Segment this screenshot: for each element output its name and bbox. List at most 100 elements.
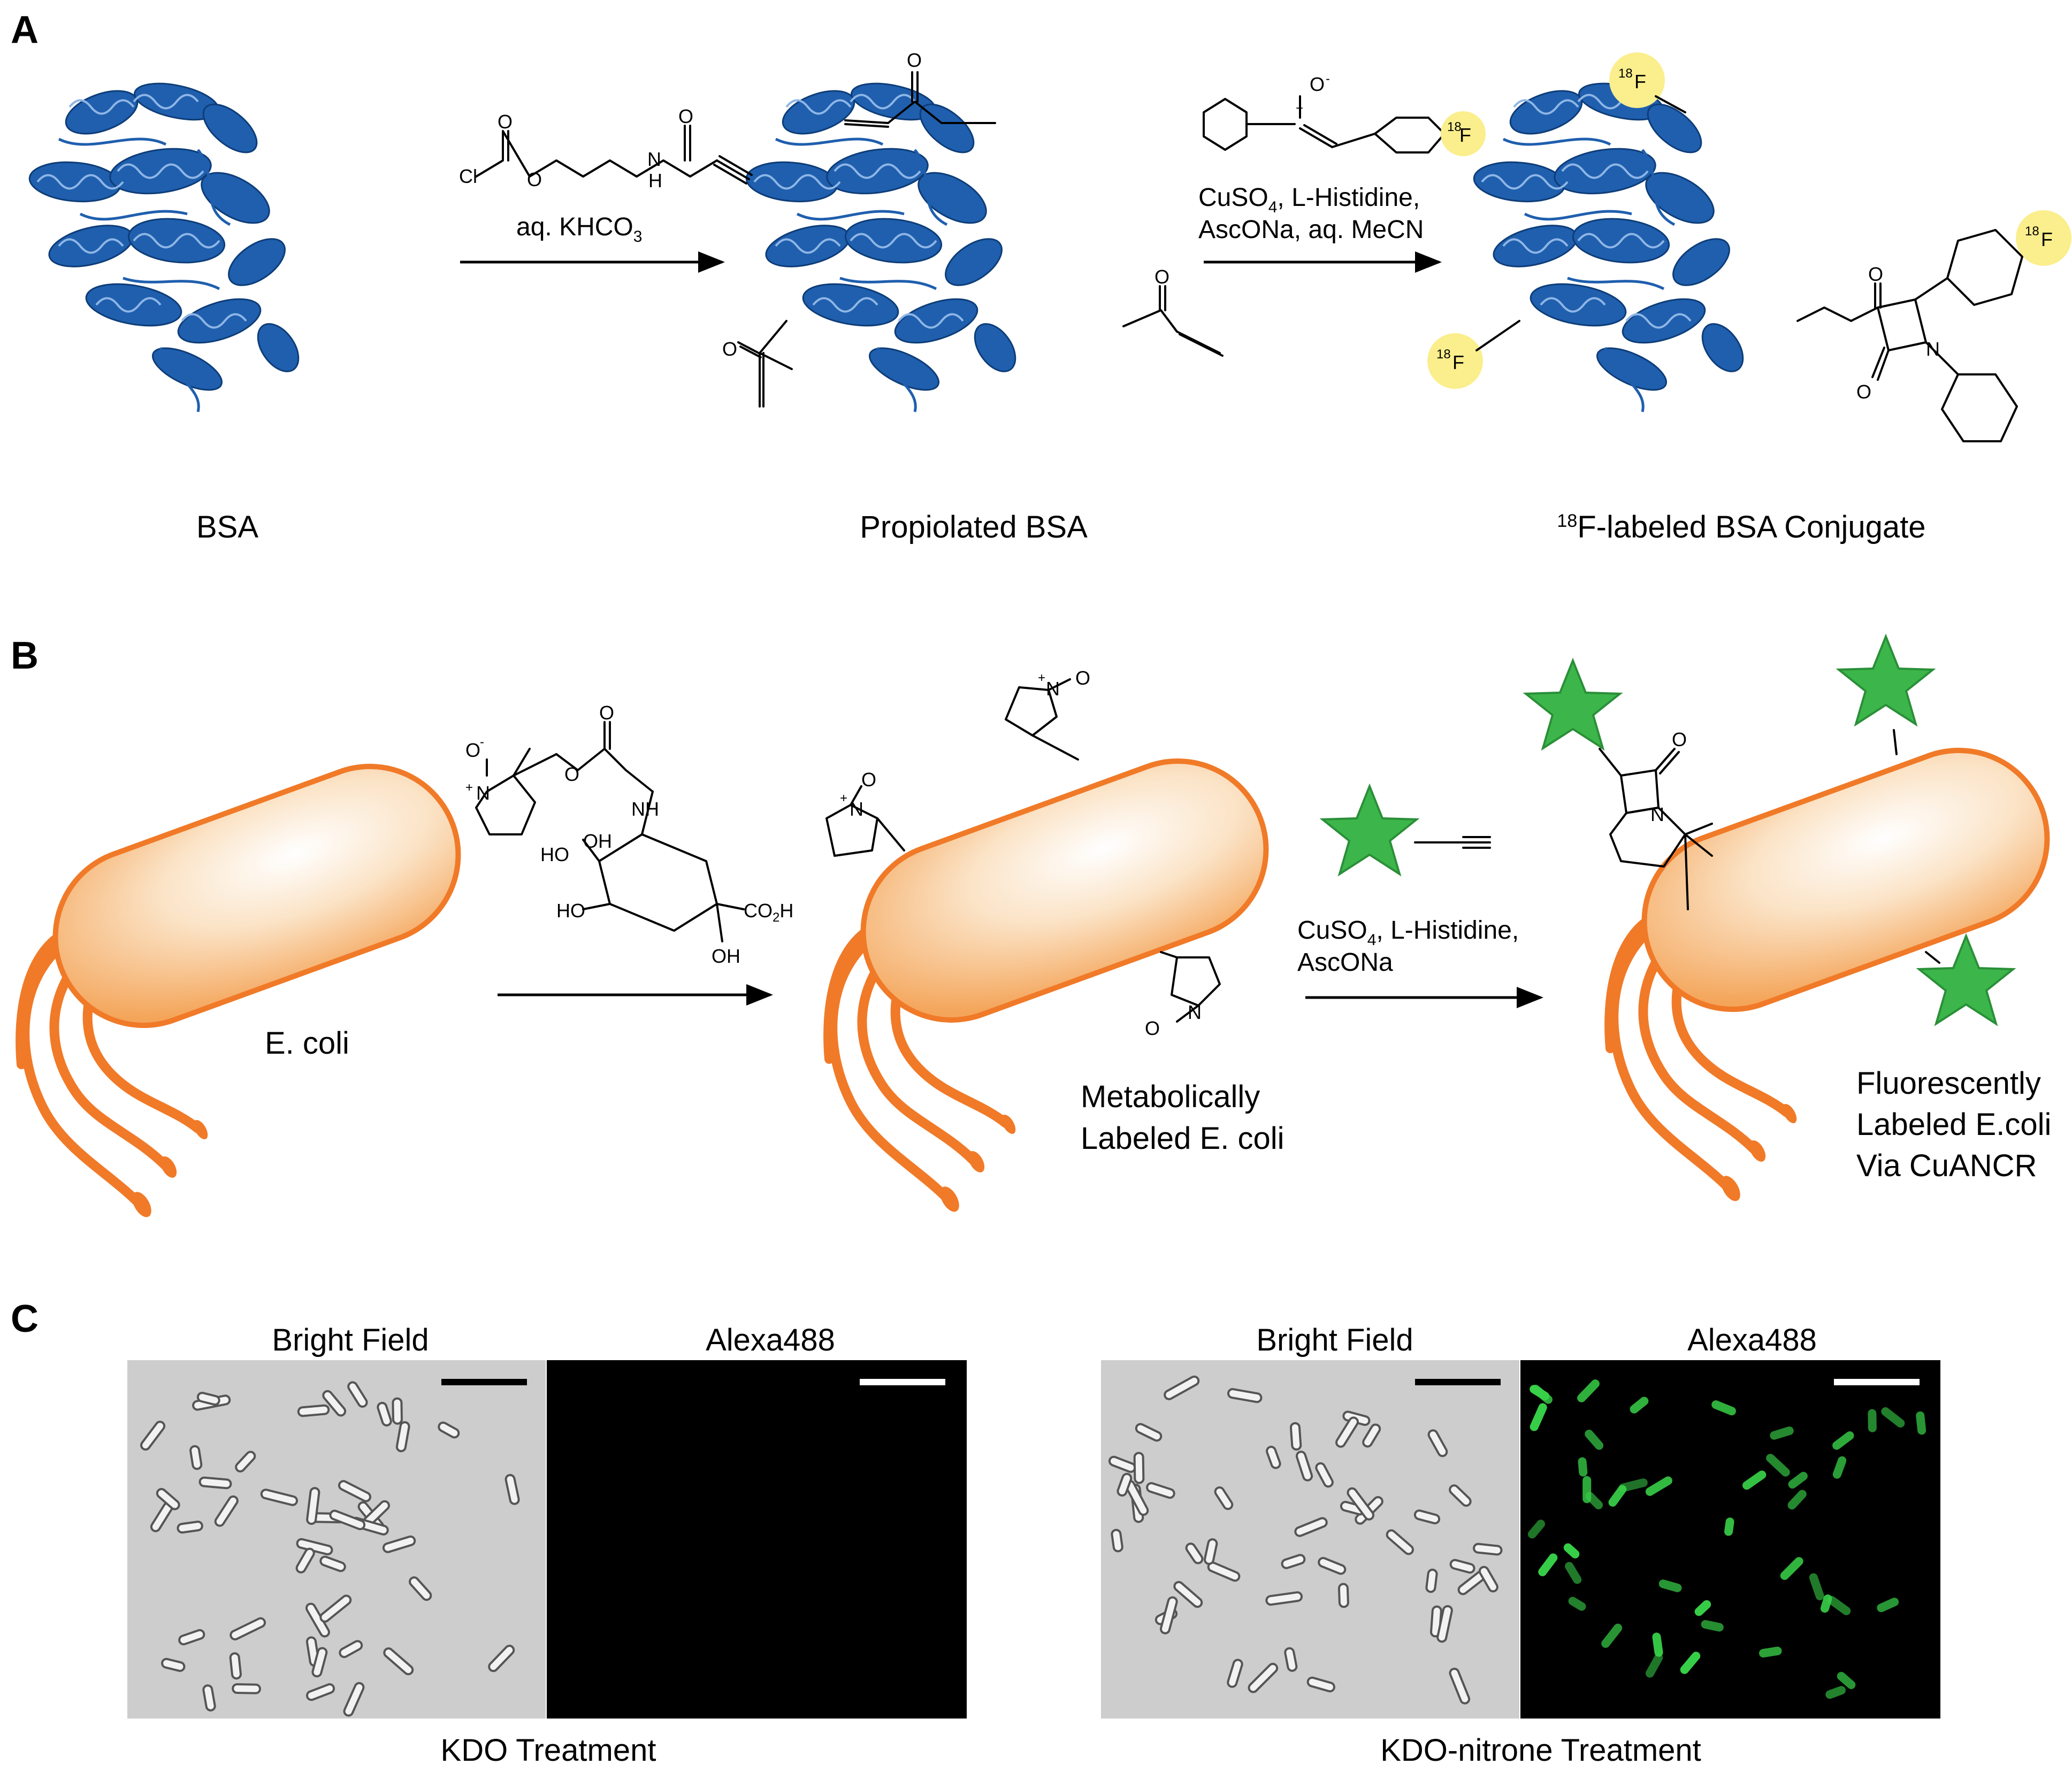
conj-iso2-f: F <box>1452 351 1464 373</box>
fluorescent-cell <box>1916 1411 1926 1435</box>
brightfield-cell <box>1427 1429 1448 1458</box>
brightfield-cell <box>319 1555 346 1572</box>
brightfield-cell <box>1204 1538 1218 1565</box>
panel-b-letter: B <box>11 634 39 677</box>
reagent1-o3: O <box>678 105 693 127</box>
brightfield-cell <box>306 1487 320 1525</box>
brightfield-cell <box>196 1392 220 1406</box>
brightfield-cell <box>329 1509 366 1530</box>
fluorescent-cell <box>1531 1385 1553 1404</box>
c1-bright-title: Bright Field <box>272 1323 429 1357</box>
reagent1-cl: Cl <box>459 165 477 187</box>
conj-iso1-mass: 18 <box>1618 66 1633 81</box>
brightfield-cell <box>1315 1462 1334 1488</box>
brightfield-cell <box>1289 1422 1302 1451</box>
label-conjugate: 18F-labeled BSA Conjugate <box>1557 510 1925 544</box>
reagent2-conditions-line2: AscONa, aq. MeCN <box>1198 216 1424 244</box>
brightfield-cell <box>382 1535 416 1553</box>
kdo-oh2: OH <box>712 945 740 967</box>
propiolyl-groups: O O O <box>722 49 1224 408</box>
nitrone2-o: O <box>861 769 876 791</box>
conj-iso3-mass: 18 <box>2025 224 2039 239</box>
brightfield-cell <box>1164 1375 1200 1400</box>
brightfield-cell <box>1318 1556 1347 1575</box>
brightfield-cell <box>260 1489 299 1506</box>
conjugate-bsa-protein-structure <box>1472 77 1751 412</box>
brightfield-cell <box>395 1421 410 1453</box>
fluorescent-cell <box>1868 1409 1877 1432</box>
brightfield-cell <box>1159 1596 1178 1635</box>
fluorescent-cell <box>1680 1652 1701 1674</box>
fluorescent-cell <box>1787 1490 1807 1510</box>
product-n: N <box>1650 803 1664 825</box>
kdo-co2h: CO2H <box>744 900 793 925</box>
fluorescent-cell <box>1577 1379 1600 1402</box>
conj-iso3-f: F <box>2041 228 2053 250</box>
brightfield-cell <box>1248 1662 1279 1693</box>
brightfield-cell <box>295 1547 315 1574</box>
conjugate-isotope-labels: 18 F 18 F 18 F <box>1427 52 2071 389</box>
kdo-oh1: OH <box>583 830 612 852</box>
brightfield-cell <box>377 1401 392 1426</box>
surface-nitrones: + N O + N O N O <box>825 667 1221 1039</box>
brightfield-cell <box>409 1576 432 1601</box>
kdo-n: N <box>476 782 490 804</box>
brightfield-cell <box>297 1404 330 1417</box>
brightfield-cell <box>1133 1452 1145 1484</box>
brightfield-cell <box>1173 1581 1203 1608</box>
fluorescent-cell <box>1538 1553 1558 1576</box>
fluorescent-cell <box>1701 1620 1724 1632</box>
fluorescent-cell <box>1578 1457 1588 1477</box>
reagent-2-structure: O - + 18 F <box>1203 72 1486 156</box>
fluorescent-cell <box>1742 1470 1767 1490</box>
fluorescent-cell <box>1585 1492 1603 1509</box>
nitrone3-n: N <box>1188 1001 1202 1023</box>
fluorescent-cell <box>1601 1623 1623 1648</box>
reagent1-h: H <box>648 170 662 191</box>
brightfield-cell <box>230 1617 266 1640</box>
brightfield-cell <box>488 1645 515 1673</box>
c1-bf-scale-bar <box>441 1379 527 1385</box>
fluorescent-cell <box>1563 1543 1580 1559</box>
panel-c: C Bright Field Alexa488 Bright Field Ale… <box>11 1298 1940 1768</box>
c1-fl-scale-bar <box>860 1379 945 1385</box>
conj-n: N <box>1926 338 1940 360</box>
brightfield-cell <box>1227 1659 1243 1688</box>
brightfield-cell <box>1449 1484 1472 1507</box>
panel-c-letter: C <box>11 1298 39 1340</box>
reagent1-o2: O <box>527 168 542 190</box>
brightfield-cell <box>383 1647 414 1676</box>
panel-a-letter: A <box>11 9 39 51</box>
product-star-1 <box>1525 659 1621 749</box>
conj-o2: O <box>1856 381 1871 403</box>
alkyne-fluorophore-star <box>1321 785 1418 875</box>
fluorescent-cell <box>1780 1557 1803 1580</box>
fluorescent-cell <box>1827 1595 1851 1615</box>
fluorescent-cell <box>1809 1573 1824 1601</box>
brightfield-cell <box>1306 1676 1335 1693</box>
brightfield-cell <box>338 1480 372 1502</box>
brightfield-cell <box>322 1390 347 1417</box>
brightfield-cell <box>1386 1529 1414 1555</box>
brightfield-cell <box>311 1647 328 1678</box>
reagent2-o: O <box>1310 73 1325 95</box>
brightfield-cell <box>177 1521 203 1534</box>
brightfield-cell <box>1337 1583 1349 1608</box>
beta-lactam-product: O O N <box>1796 229 2023 442</box>
kdo-o1: O <box>564 763 579 785</box>
label-fluor-line2: Labeled E.coli <box>1856 1107 2051 1142</box>
c2-fl-scale-bar <box>1834 1379 1920 1385</box>
kdo-ho2: HO <box>556 900 585 922</box>
c1-brightfield-cells <box>140 1381 520 1717</box>
c1-brightfield-image <box>127 1360 546 1719</box>
brightfield-cell <box>229 1652 242 1680</box>
kdo-o-minus: O <box>465 739 480 761</box>
c2-fluor-title: Alexa488 <box>1687 1323 1817 1357</box>
kdo-nh: NH <box>631 798 659 820</box>
product-lactam: O N <box>1599 728 1940 964</box>
reagent1-conditions: aq. KHCO3 <box>516 213 642 246</box>
kdo-ho1: HO <box>540 843 569 865</box>
brightfield-cell <box>1294 1517 1328 1537</box>
brightfield-cell <box>1281 1554 1306 1569</box>
